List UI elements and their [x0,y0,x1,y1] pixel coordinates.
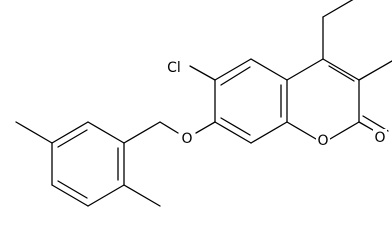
ring-oxygen-label: O [317,133,328,149]
lactone-ring [286,58,389,140]
methyl-bond [15,121,53,144]
bond [358,60,392,81]
double-bond-inner [220,66,251,86]
bond [195,121,216,134]
ether-oxygen-label: O [181,131,192,147]
molecule-drawing: Cl O O O [15,0,392,207]
bond [51,184,89,207]
carbonyl-oxygen-bg [373,129,387,145]
bond [214,58,252,81]
bond [362,115,389,132]
bond [87,121,125,144]
bond [322,58,360,81]
cyclohexene-ring [322,0,392,81]
bond [286,58,324,81]
bond [214,121,252,144]
methyl-bond [123,184,161,207]
double-bond-inner [57,129,88,148]
bond [322,0,354,18]
chloro-substituent: Cl [167,60,216,81]
structure-canvas: Cl O O O [15,0,392,207]
bond [286,121,317,140]
bond [159,121,179,134]
bond [329,121,360,140]
core-benzene-ring [214,58,288,144]
dimethylphenyl-ring [15,121,161,207]
bond [51,121,89,144]
bond [123,121,161,144]
chlorine-atom-label: Cl [167,60,181,76]
bond [250,121,288,144]
carbonyl-oxygen-label: O [374,130,385,146]
bond [189,65,216,81]
ether-linker: O [123,121,216,147]
bond [87,184,125,207]
ring-oxygen-bg [316,132,330,148]
bond [328,65,355,82]
double-bond-inner [220,117,251,136]
bond [250,58,288,81]
double-bond-inner [57,180,88,199]
